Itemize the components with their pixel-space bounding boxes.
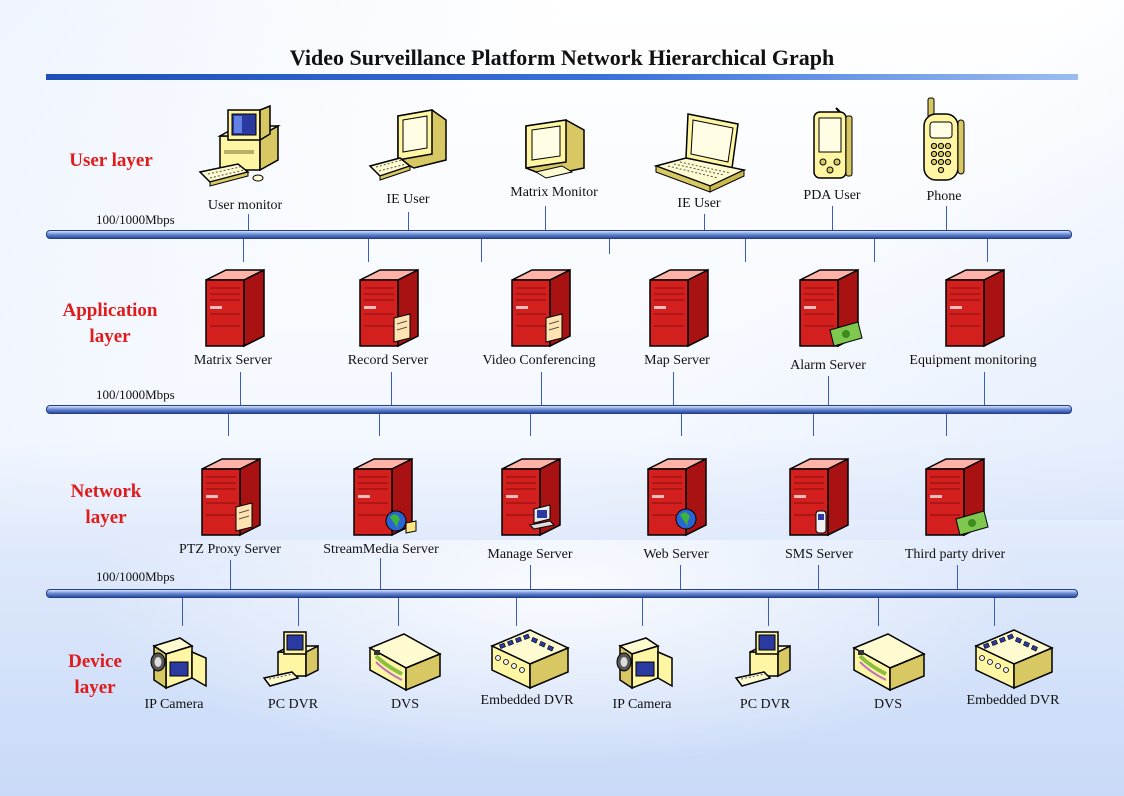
bus-application — [46, 405, 1072, 414]
node-label: Map Server — [644, 353, 710, 368]
node-label: Video Conferencing — [482, 353, 596, 368]
node-label: Matrix Monitor — [510, 185, 598, 200]
connector-line — [673, 372, 674, 405]
node-label: DVS — [873, 697, 903, 712]
connector-line — [878, 597, 879, 626]
node-label: Manage Server — [487, 547, 573, 562]
node-label: PDA User — [803, 188, 861, 203]
connector-line — [380, 558, 381, 589]
node-label: DVS — [390, 697, 420, 712]
connector-line — [874, 238, 875, 262]
connector-line — [681, 413, 682, 436]
node-label: Alarm Server — [790, 358, 866, 373]
node-label: IE User — [677, 196, 721, 211]
connector-line — [984, 372, 985, 405]
node-label: Web Server — [643, 547, 709, 562]
connector-line — [408, 212, 409, 230]
bus-network — [46, 589, 1078, 598]
page-title: Video Surveillance Platform Network Hier… — [289, 45, 835, 70]
connector-line — [704, 214, 705, 230]
connector-line — [745, 238, 746, 262]
node-label: PC DVR — [739, 697, 791, 712]
node-label: User monitor — [207, 198, 283, 213]
node-label: StreamMedia Server — [323, 542, 439, 557]
connector-line — [946, 413, 947, 436]
connector-line — [228, 413, 229, 436]
connector-line — [545, 206, 546, 230]
connector-line — [828, 376, 829, 405]
node-label: IE User — [386, 192, 430, 207]
node-label: Record Server — [347, 353, 429, 368]
node-label: PTZ Proxy Server — [179, 542, 281, 557]
bus-speed-label: 100/1000Mbps — [96, 569, 175, 584]
node-label: Equipment monitoring — [909, 353, 1037, 368]
connector-line — [391, 372, 392, 405]
connector-line — [530, 413, 531, 436]
connector-line — [642, 597, 643, 626]
node-label: SMS Server — [784, 547, 854, 562]
bus-speed-label: 100/1000Mbps — [96, 212, 175, 227]
layer-label-user: User layer — [69, 150, 153, 171]
connector-line — [398, 597, 399, 626]
connector-line — [813, 413, 814, 436]
bus-user — [46, 230, 1072, 239]
connector-line — [994, 597, 995, 626]
node-label: Embedded DVR — [966, 693, 1060, 708]
connector-line — [481, 238, 482, 262]
connector-line — [530, 565, 531, 589]
node-label: PC DVR — [267, 697, 319, 712]
title-underline — [46, 74, 1078, 80]
connector-line — [516, 597, 517, 626]
connector-line — [182, 597, 183, 626]
connector-line — [832, 206, 833, 230]
connector-line — [248, 214, 249, 230]
connector-line — [240, 372, 241, 405]
node-label: Phone — [926, 189, 962, 204]
bus-speed-label: 100/1000Mbps — [96, 387, 175, 402]
connector-line — [243, 238, 244, 262]
node-label: IP Camera — [612, 697, 672, 712]
node-label: IP Camera — [144, 697, 204, 712]
connector-line — [609, 238, 610, 254]
connector-line — [230, 560, 231, 589]
connector-line — [680, 565, 681, 589]
connector-line — [541, 372, 542, 405]
connector-line — [946, 206, 947, 230]
connector-line — [368, 238, 369, 262]
node-label: Embedded DVR — [480, 693, 574, 708]
connector-line — [818, 565, 819, 589]
connector-line — [298, 597, 299, 626]
connector-line — [768, 597, 769, 626]
node-label: Matrix Server — [193, 353, 273, 368]
connector-line — [957, 565, 958, 589]
connector-line — [987, 238, 988, 262]
node-label: Third party driver — [904, 547, 1006, 562]
connector-line — [379, 413, 380, 436]
